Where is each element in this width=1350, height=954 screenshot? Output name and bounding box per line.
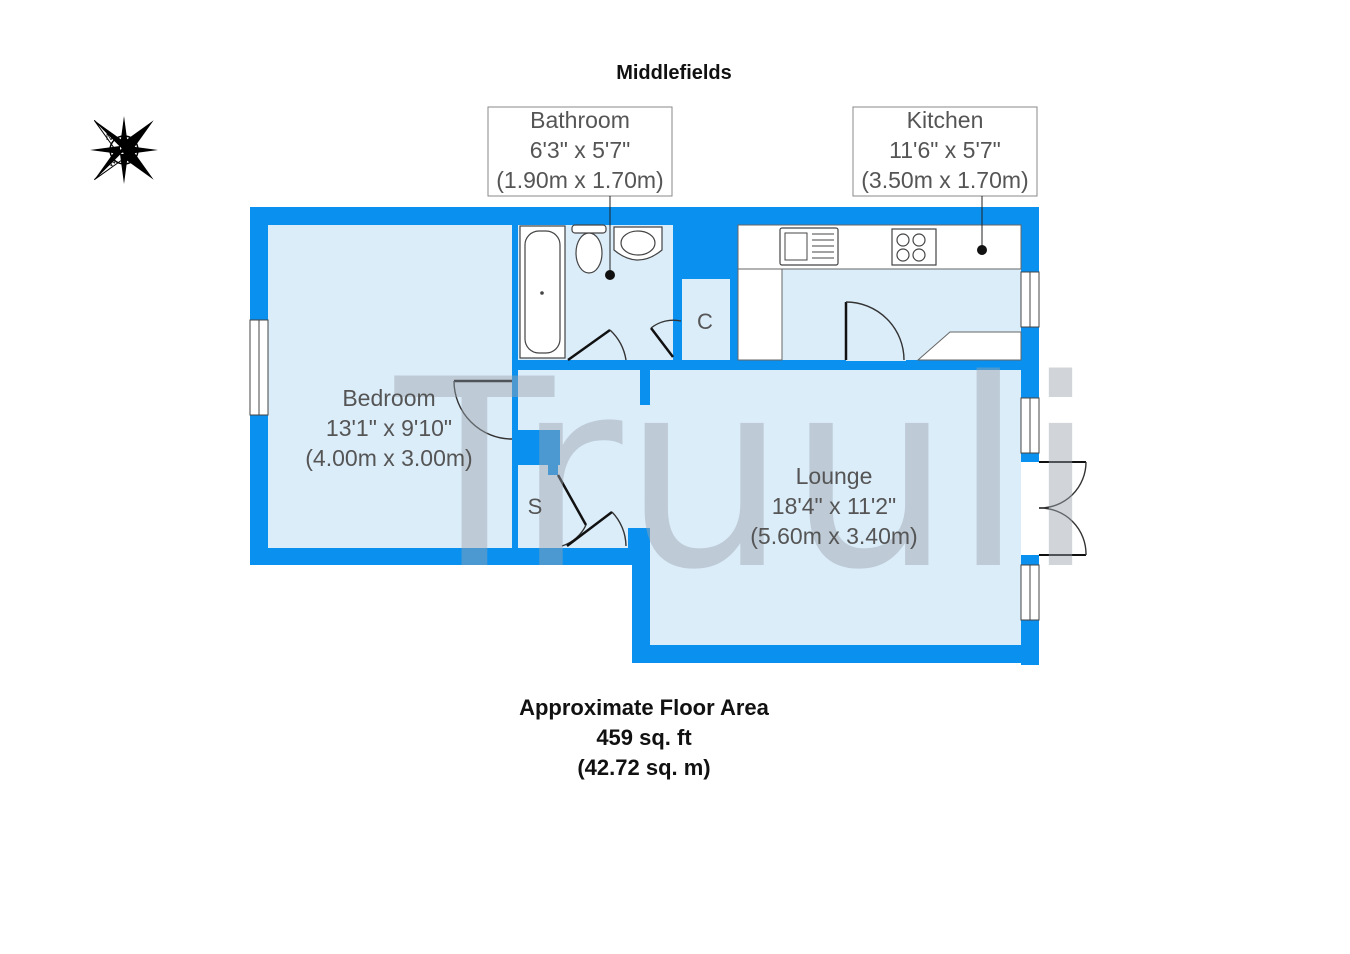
- lounge-imperial: 18'4" x 11'2": [772, 493, 896, 519]
- kitchen-imperial: 11'6" x 5'7": [889, 137, 1001, 163]
- watermark: Truuli: [391, 325, 1097, 627]
- lounge-name: Lounge: [796, 463, 873, 489]
- bedroom-floor: [268, 225, 512, 548]
- bathroom-metric: (1.90m x 1.70m): [496, 167, 663, 193]
- compass-e: E: [130, 132, 141, 143]
- bathroom-fittings: [519, 224, 663, 359]
- floor-area-imperial: 459 sq. ft: [596, 725, 692, 750]
- washbasin-icon: [613, 226, 663, 261]
- kitchen-name: Kitchen: [907, 107, 984, 133]
- lounge-floor: [518, 370, 1021, 645]
- hob-icon: [891, 228, 937, 266]
- compass-n: N: [106, 132, 113, 142]
- windows: [249, 271, 1040, 621]
- floor-area-metric: (42.72 sq. m): [577, 755, 710, 780]
- kitchen-metric: (3.50m x 1.70m): [861, 167, 1028, 193]
- bath-icon: [519, 225, 566, 359]
- bedroom-imperial: 13'1" x 9'10": [326, 415, 452, 441]
- property-title: Middlefields: [616, 62, 732, 84]
- bathroom-name: Bathroom: [530, 107, 630, 133]
- bathroom-label-box: [487, 106, 673, 280]
- toilet-icon: [571, 224, 607, 274]
- compass-icon: N E S W: [90, 116, 158, 184]
- sink-icon: [779, 227, 839, 266]
- lounge-metric: (5.60m x 3.40m): [750, 523, 917, 549]
- floor-area-title: Approximate Floor Area: [519, 695, 770, 720]
- cupboard-s-floor: [518, 465, 560, 547]
- bedroom-name: Bedroom: [342, 385, 435, 411]
- kitchen-units: [737, 224, 1022, 361]
- doors: [453, 301, 1087, 556]
- cupboard-s-label: S: [528, 494, 543, 519]
- cupboard-c-floor: [682, 279, 730, 360]
- bathroom-imperial: 6'3" x 5'7": [530, 137, 631, 163]
- bedroom-metric: (4.00m x 3.00m): [305, 445, 472, 471]
- cupboard-c-label: C: [697, 309, 713, 334]
- kitchen-label-box: [852, 106, 1038, 255]
- compass-s: S: [132, 158, 143, 169]
